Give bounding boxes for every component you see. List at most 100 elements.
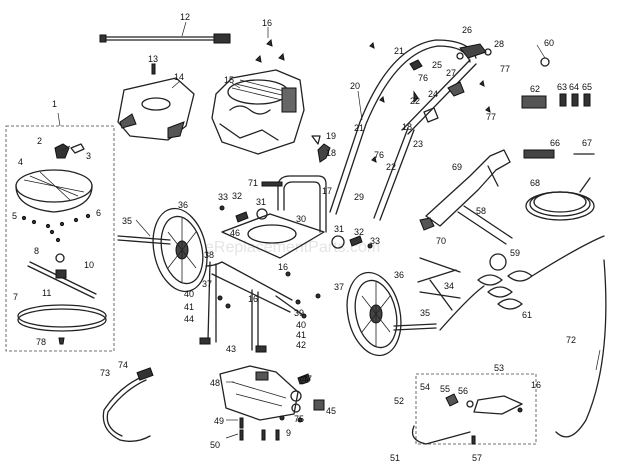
garden-hose-adapter	[102, 367, 154, 442]
callout-1: 1	[52, 99, 57, 109]
handle-frame	[311, 39, 492, 221]
callout-42: 42	[296, 340, 306, 350]
callout-77-a: 77	[500, 64, 510, 74]
callout-25: 25	[432, 60, 442, 70]
callout-7: 7	[13, 292, 18, 302]
callout-40-b: 40	[296, 320, 306, 330]
callout-41-b: 41	[296, 330, 306, 340]
callout-18-b: 18	[402, 122, 412, 132]
surface-cleaner-assembly	[15, 143, 107, 345]
bottom-screw	[58, 337, 65, 345]
callout-labels: 1 2 3 4 5 6 7 8 9 10 11 12 13 14 15 16 1…	[12, 12, 592, 463]
inlet-fitting	[70, 143, 85, 154]
swivel-inlet	[54, 143, 70, 159]
callout-16-frame-a: 16	[278, 262, 288, 272]
unloader-cap	[299, 375, 309, 385]
callout-16-bracket: 16	[531, 380, 541, 390]
extension-tube	[457, 211, 507, 245]
callout-11: 11	[42, 288, 51, 298]
cover-screws	[21, 213, 91, 243]
callout-20: 20	[350, 81, 360, 91]
hose-bracket	[411, 393, 523, 445]
callout-62: 62	[530, 84, 540, 94]
callout-14: 14	[174, 72, 184, 82]
callout-24: 24	[428, 89, 438, 99]
callout-43: 43	[226, 344, 236, 354]
callout-35-a: 35	[122, 216, 132, 226]
callout-65: 65	[582, 82, 592, 92]
callout-44: 44	[184, 314, 194, 324]
suction-hose	[555, 259, 607, 438]
spray-wand	[99, 33, 231, 44]
pump-bolts	[239, 415, 303, 441]
callout-53: 53	[494, 363, 504, 373]
callout-34: 34	[444, 281, 454, 291]
callout-16-top: 16	[262, 18, 272, 28]
callout-33-b: 33	[370, 236, 380, 246]
tie-rod-2	[417, 269, 457, 283]
callout-39: 39	[294, 308, 304, 318]
callout-73: 73	[100, 368, 110, 378]
callout-15: 15	[224, 75, 234, 85]
callout-9: 9	[286, 428, 291, 438]
cover-ribs	[23, 171, 85, 201]
callout-60: 60	[544, 38, 554, 48]
axle-left-lower	[117, 239, 171, 245]
axle-left	[117, 235, 171, 241]
callout-74: 74	[118, 360, 128, 370]
callout-56: 56	[458, 386, 468, 396]
extension-tube-edge	[463, 205, 513, 239]
callout-12: 12	[180, 12, 190, 22]
callout-16-frame-b: 16	[248, 294, 258, 304]
callout-30: 30	[296, 214, 306, 224]
callout-59: 59	[510, 248, 520, 258]
callout-51: 51	[390, 453, 400, 463]
callout-57: 57	[472, 453, 482, 463]
wheel-left	[152, 207, 208, 293]
callout-78: 78	[36, 337, 46, 347]
callout-49: 49	[214, 416, 224, 426]
callout-68: 68	[530, 178, 540, 188]
callout-69: 69	[452, 162, 462, 172]
callout-52: 52	[394, 396, 404, 406]
callout-40-a: 40	[184, 289, 194, 299]
callout-33-a: 33	[218, 192, 228, 202]
callout-19: 19	[326, 131, 336, 141]
leader-lines	[57, 21, 601, 439]
bracket-group-box	[415, 373, 537, 445]
callout-70: 70	[436, 236, 446, 246]
callout-48: 48	[210, 378, 220, 388]
callout-76-b: 76	[374, 150, 384, 160]
callout-67: 67	[582, 138, 592, 148]
callout-3: 3	[86, 151, 91, 161]
surface-cleaner-skirt	[15, 185, 93, 213]
callout-54: 54	[420, 382, 430, 392]
watermark: eReplacementParts.com	[205, 239, 380, 256]
callout-5: 5	[12, 211, 17, 221]
callout-35-b: 35	[420, 308, 430, 318]
outlet-fitting	[313, 399, 325, 411]
callout-26: 26	[462, 25, 472, 35]
callout-61: 61	[522, 310, 532, 320]
callout-77-b: 77	[486, 112, 496, 122]
callout-41-a: 41	[184, 302, 194, 312]
callout-71: 71	[248, 178, 258, 188]
callout-37-a: 37	[202, 279, 212, 289]
tie-rod-1	[419, 257, 461, 273]
frame-screws	[369, 41, 491, 163]
wheel-right	[346, 271, 402, 357]
callout-31-a: 31	[256, 197, 266, 207]
lock-pin	[261, 181, 283, 187]
screw-set-top	[255, 38, 285, 63]
engine-shroud	[117, 77, 195, 141]
callout-29: 29	[354, 192, 364, 202]
callout-37-b: 37	[334, 282, 344, 292]
spray-bar-hub	[55, 269, 67, 279]
callout-75: 75	[294, 414, 304, 424]
callout-18-a: 18	[326, 148, 336, 158]
surface-cleaner-group-box	[5, 125, 115, 352]
callout-2: 2	[37, 136, 42, 146]
callout-63: 63	[557, 82, 567, 92]
